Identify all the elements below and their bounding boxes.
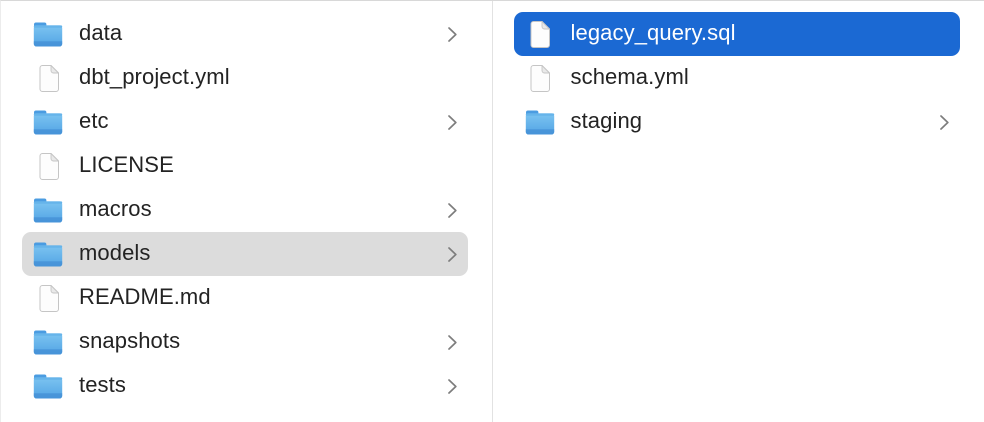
item-label: README.md [79, 284, 211, 309]
list-item[interactable]: macros [22, 188, 468, 232]
item-label: staging [570, 108, 643, 133]
item-label: snapshots [79, 328, 181, 353]
document-icon [33, 283, 63, 313]
list-item[interactable]: data [22, 12, 468, 56]
list-item[interactable]: models [22, 232, 468, 276]
document-icon [525, 63, 555, 93]
list-item[interactable]: tests [22, 364, 468, 408]
document-icon [33, 63, 63, 93]
folder-icon [33, 19, 63, 49]
item-label: etc [79, 108, 109, 133]
item-label: data [79, 20, 123, 45]
list-item[interactable]: legacy_query.sql [513, 12, 960, 56]
chevron-right-icon [447, 378, 458, 395]
chevron-right-icon [447, 246, 458, 263]
item-label: dbt_project.yml [79, 64, 230, 89]
item-label: LICENSE [79, 152, 174, 177]
folder-icon [33, 371, 63, 401]
list-item[interactable]: dbt_project.yml [22, 56, 468, 100]
list-item[interactable]: snapshots [22, 320, 468, 364]
folder-icon [525, 107, 555, 137]
item-label: legacy_query.sql [570, 20, 736, 45]
chevron-right-icon [447, 334, 458, 351]
list-item[interactable]: etc [22, 100, 468, 144]
document-icon [33, 151, 63, 181]
list-item[interactable]: schema.yml [514, 56, 961, 100]
chevron-right-icon [939, 114, 950, 131]
chevron-right-icon [447, 26, 458, 43]
chevron-right-icon [447, 202, 458, 219]
folder-icon [33, 195, 63, 225]
folder-icon [33, 239, 63, 269]
document-icon [525, 19, 555, 49]
column-models-directory: legacy_query.sql schema.yml staging [493, 1, 984, 422]
item-label: schema.yml [570, 64, 689, 89]
folder-icon [33, 327, 63, 357]
item-label: models [79, 240, 151, 265]
list-item[interactable]: README.md [22, 276, 468, 320]
list-item[interactable]: LICENSE [22, 144, 468, 188]
column-parent-directory: data dbt_project.yml etc LICENSE macros … [1, 1, 493, 422]
chevron-right-icon [447, 114, 458, 131]
item-label: tests [79, 372, 126, 397]
item-label: macros [79, 196, 152, 221]
list-item[interactable]: staging [514, 100, 961, 144]
folder-icon [33, 107, 63, 137]
